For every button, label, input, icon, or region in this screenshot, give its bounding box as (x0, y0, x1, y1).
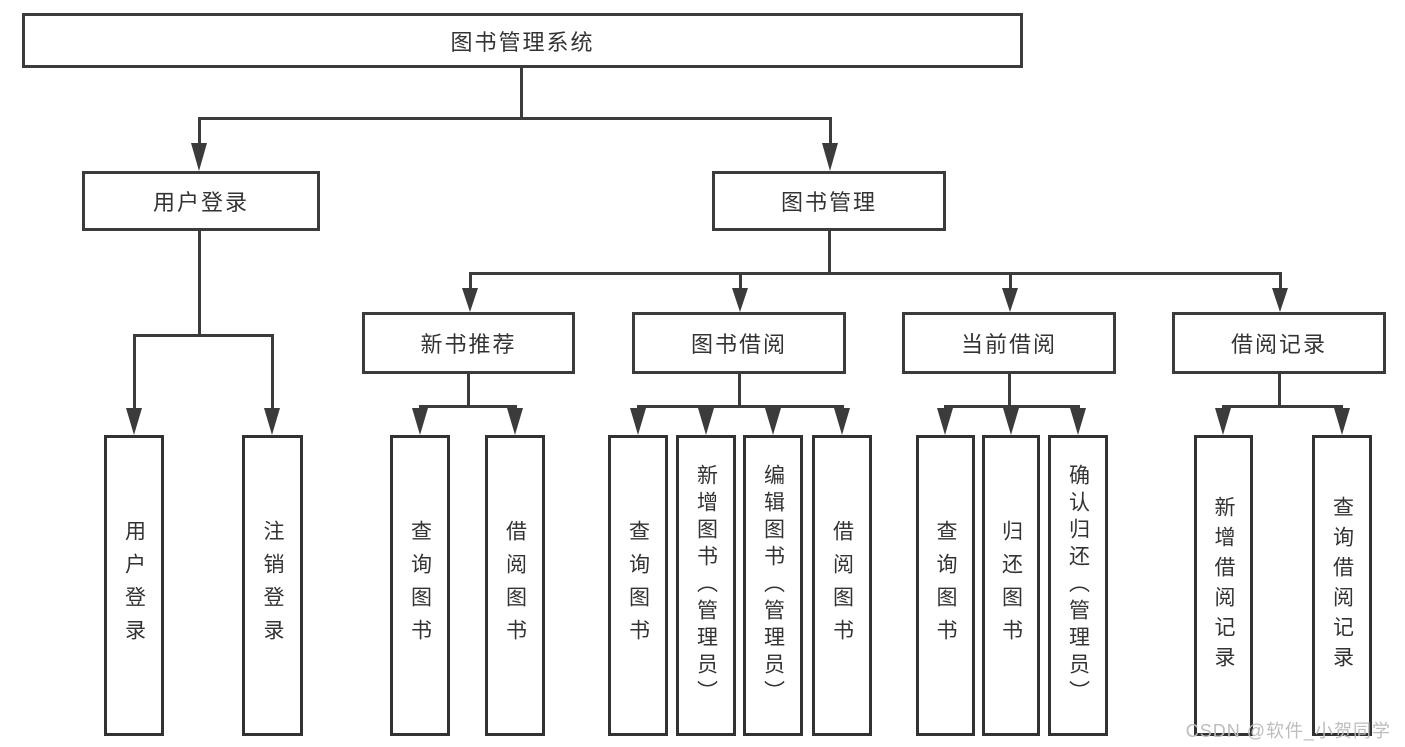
connector-line (737, 374, 741, 408)
connector-line (1007, 374, 1011, 408)
connector-line (1277, 374, 1281, 408)
arrow-down-icon (462, 288, 478, 312)
connector-line (1222, 405, 1343, 408)
connector-line (636, 405, 844, 408)
leaf-label: 查询借阅记录 (1330, 495, 1354, 676)
connector-line (827, 231, 831, 275)
connector-line (197, 231, 201, 337)
leaf-user-login: 用户登录 (104, 435, 164, 736)
leaf-query-borrow-record: 查询借阅记录 (1312, 435, 1372, 736)
connector-line (1008, 272, 1012, 290)
arrow-down-icon (1272, 288, 1288, 312)
arrow-down-icon (1334, 408, 1350, 435)
leaf-label: 注销登录 (261, 519, 284, 652)
connector-line (132, 334, 136, 410)
arrow-down-icon (1003, 408, 1019, 435)
node-borrow-records: 借阅记录 (1172, 312, 1386, 374)
leaf-label: 归还图书 (999, 519, 1023, 652)
connector-line (132, 334, 274, 337)
leaf-label: 编辑图书（管理员） (761, 464, 785, 707)
connector-line (271, 334, 274, 410)
arrow-down-icon (191, 143, 207, 171)
connector-line (943, 405, 1080, 408)
leaf-query-books: 查询图书 (608, 435, 668, 736)
node-user-login: 用户登录 (82, 171, 320, 231)
connector-line (197, 117, 201, 147)
leaf-label: 查询图书 (626, 519, 650, 652)
leaf-query-books: 查询图书 (390, 435, 450, 736)
arrow-down-icon (765, 408, 781, 435)
arrow-down-icon (698, 408, 714, 435)
arrow-down-icon (822, 143, 838, 171)
node-book-management: 图书管理 (712, 171, 946, 231)
connector-line (468, 272, 472, 290)
connector-line (828, 117, 832, 147)
leaf-return-books: 归还图书 (982, 435, 1040, 736)
arrow-down-icon (264, 408, 280, 435)
node-root-library-system: 图书管理系统 (22, 13, 1023, 68)
leaf-label: 借阅图书 (830, 519, 854, 652)
leaf-label: 确认归还（管理员） (1066, 464, 1090, 707)
arrow-down-icon (732, 288, 748, 312)
csdn-watermark: CSDN @软件_小贺同学 (1185, 721, 1391, 741)
arrow-down-icon (507, 408, 523, 435)
connector-line (468, 272, 1281, 275)
node-current-borrow: 当前借阅 (902, 312, 1116, 374)
connector-line (519, 68, 523, 120)
arrow-down-icon (126, 408, 142, 435)
node-new-book-recommend: 新书推荐 (362, 312, 575, 374)
arrow-down-icon (1002, 288, 1018, 312)
leaf-label: 查询图书 (934, 519, 957, 652)
arrow-down-icon (937, 408, 953, 435)
connector-line (738, 272, 742, 290)
leaf-label: 查询图书 (408, 519, 432, 652)
leaf-label: 借阅图书 (503, 519, 527, 652)
leaf-add-books-admin: 新增图书（管理员） (676, 435, 736, 736)
leaf-label: 用户登录 (122, 519, 146, 652)
arrow-down-icon (834, 408, 850, 435)
connector-line (197, 117, 832, 120)
leaf-confirm-return-admin: 确认归还（管理员） (1048, 435, 1108, 736)
leaf-query-books: 查询图书 (916, 435, 975, 736)
leaf-label: 新增图书（管理员） (694, 464, 718, 707)
connector-line (467, 374, 470, 408)
arrow-down-icon (630, 408, 646, 435)
connector-line (418, 405, 517, 408)
connector-line (1278, 272, 1282, 290)
leaf-logout: 注销登录 (242, 435, 303, 736)
leaf-add-borrow-record: 新增借阅记录 (1194, 435, 1253, 736)
node-book-borrow: 图书借阅 (632, 312, 846, 374)
leaf-label: 新增借阅记录 (1212, 495, 1235, 676)
arrow-down-icon (1070, 408, 1086, 435)
leaf-edit-books-admin: 编辑图书（管理员） (743, 435, 803, 736)
arrow-down-icon (1215, 408, 1231, 435)
arrow-down-icon (412, 408, 428, 435)
leaf-borrow-books: 借阅图书 (485, 435, 545, 736)
leaf-borrow-books: 借阅图书 (812, 435, 872, 736)
